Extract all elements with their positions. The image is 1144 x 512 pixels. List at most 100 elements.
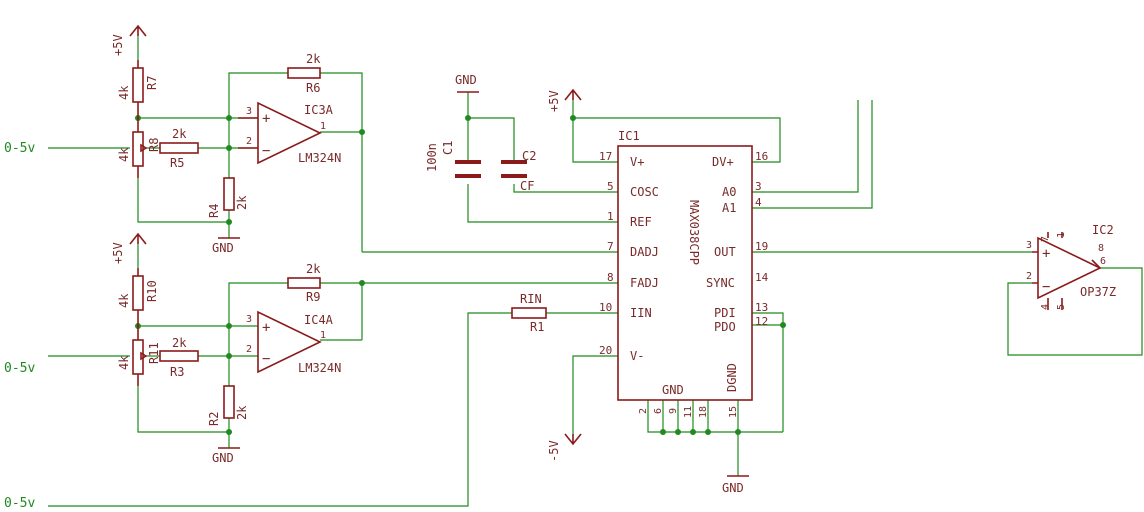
resistor-r11: 4k R11 [117, 326, 161, 386]
gnd-symbol-3: GND [455, 73, 479, 93]
svg-text:3: 3 [1026, 240, 1032, 251]
svg-text:2k: 2k [172, 336, 187, 350]
ic1-pin-4: 4 A1 [722, 196, 762, 215]
svg-text:6: 6 [1100, 256, 1106, 267]
ic1-pin-3: 3 A0 [722, 180, 762, 199]
svg-text:4: 4 [755, 196, 762, 209]
svg-text:R7: R7 [145, 76, 159, 90]
opamp-ic4a: + − 3 2 1 IC4A LM324N [246, 310, 341, 375]
svg-text:+5V: +5V [111, 242, 125, 264]
ic1-pin-13: 13 PDI [714, 301, 768, 320]
svg-text:15: 15 [728, 406, 739, 418]
svg-text:R3: R3 [170, 365, 184, 379]
resistor-r8: 4k R8 [117, 118, 161, 178]
svg-text:DADJ: DADJ [630, 245, 659, 259]
svg-text:2: 2 [246, 136, 252, 147]
svg-text:100n: 100n [425, 143, 439, 172]
svg-text:R2: R2 [207, 412, 221, 426]
svg-text:13: 13 [755, 301, 768, 314]
svg-text:+: + [1042, 246, 1050, 262]
supply-pos-2: +5V [111, 232, 147, 264]
svg-text:1: 1 [320, 330, 326, 341]
svg-text:R9: R9 [306, 290, 320, 304]
ic1-pin-17: 17 V+ [599, 150, 644, 169]
svg-text:R5: R5 [170, 156, 184, 170]
svg-text:1: 1 [607, 210, 614, 223]
svg-text:A0: A0 [722, 185, 736, 199]
svg-text:COSC: COSC [630, 185, 659, 199]
svg-text:5: 5 [607, 180, 614, 193]
svg-text:GND: GND [455, 73, 477, 87]
svg-text:FADJ: FADJ [630, 276, 659, 290]
svg-text:LM324N: LM324N [298, 151, 341, 165]
svg-text:18: 18 [698, 406, 709, 418]
capacitor-c2: C2 CF [501, 149, 536, 193]
resistor-r10: 4k R10 [117, 268, 159, 326]
svg-text:V+: V+ [630, 155, 644, 169]
resistor-r4: R4 2k [207, 177, 249, 218]
svg-text:GND: GND [212, 451, 234, 465]
svg-text:3: 3 [246, 314, 252, 325]
svg-text:+5V: +5V [547, 90, 561, 112]
svg-text:R8: R8 [147, 138, 161, 152]
ic1-pin-5: 5 COSC [607, 180, 659, 199]
svg-text:GND: GND [722, 481, 744, 495]
svg-text:3: 3 [755, 180, 762, 193]
svg-text:8: 8 [607, 271, 614, 284]
svg-text:14: 14 [755, 271, 769, 284]
svg-text:SYNC: SYNC [706, 276, 735, 290]
svg-text:−: − [262, 143, 270, 159]
svg-text:DV+: DV+ [712, 155, 734, 169]
svg-text:C1: C1 [441, 141, 455, 155]
svg-text:4k: 4k [117, 355, 131, 370]
opamp-ic3a: + − 3 2 1 IC3A LM324N [238, 101, 341, 165]
opamp-ic2: + − 3 2 6 7 1 8 4 5 IC2 OP37Z [1026, 223, 1116, 310]
svg-text:R6: R6 [306, 81, 320, 95]
ic1-max038: IC1 MAX038CPP 17 V+ 5 COSC 1 REF 7 DADJ … [599, 129, 769, 418]
svg-text:4: 4 [1040, 304, 1051, 310]
svg-text:2: 2 [638, 408, 649, 414]
svg-text:C2: C2 [522, 149, 536, 163]
svg-text:+: + [262, 111, 270, 127]
svg-text:OP37Z: OP37Z [1080, 285, 1116, 299]
svg-text:4k: 4k [117, 147, 131, 162]
svg-text:2k: 2k [306, 262, 321, 276]
resistor-r9: 2k R9 [287, 262, 321, 304]
svg-text:16: 16 [755, 150, 768, 163]
svg-text:GND: GND [212, 241, 234, 255]
svg-text:8: 8 [1098, 243, 1104, 254]
ic1-pin-8: 8 FADJ [607, 271, 659, 290]
svg-text:IIN: IIN [630, 306, 652, 320]
svg-text:REF: REF [630, 215, 652, 229]
svg-text:4k: 4k [117, 85, 131, 100]
svg-text:5: 5 [1056, 304, 1067, 310]
svg-text:OUT: OUT [714, 245, 736, 259]
svg-text:+5V: +5V [111, 34, 125, 56]
wires [48, 36, 1143, 507]
svg-text:A1: A1 [722, 201, 736, 215]
svg-text:R4: R4 [207, 204, 221, 218]
resistor-r2: R2 2k [207, 385, 249, 426]
svg-text:LM324N: LM324N [298, 361, 341, 375]
svg-text:MAX038CPP: MAX038CPP [687, 200, 701, 265]
input-label-1: 0-5v [4, 141, 35, 156]
supply-pos-1: +5V [111, 24, 147, 56]
svg-text:2: 2 [1026, 271, 1032, 282]
svg-text:V-: V- [630, 349, 644, 363]
svg-text:DGND: DGND [725, 363, 739, 392]
svg-text:IC2: IC2 [1092, 223, 1114, 237]
svg-text:−: − [262, 351, 270, 367]
svg-text:+: + [262, 320, 270, 336]
input-label-2: 0-5v [4, 361, 35, 376]
svg-text:17: 17 [599, 150, 612, 163]
input-label-3: 0-5v [4, 496, 35, 511]
svg-text:20: 20 [599, 344, 612, 357]
svg-text:IC1: IC1 [618, 129, 640, 143]
ic1-pin-20: 20 V- [599, 344, 644, 363]
svg-text:2: 2 [246, 344, 252, 355]
svg-text:R10: R10 [145, 280, 159, 302]
svg-text:R1: R1 [530, 320, 544, 334]
gnd-symbol-2: GND [212, 447, 240, 465]
svg-text:3: 3 [246, 106, 252, 117]
svg-text:7: 7 [1040, 236, 1051, 242]
